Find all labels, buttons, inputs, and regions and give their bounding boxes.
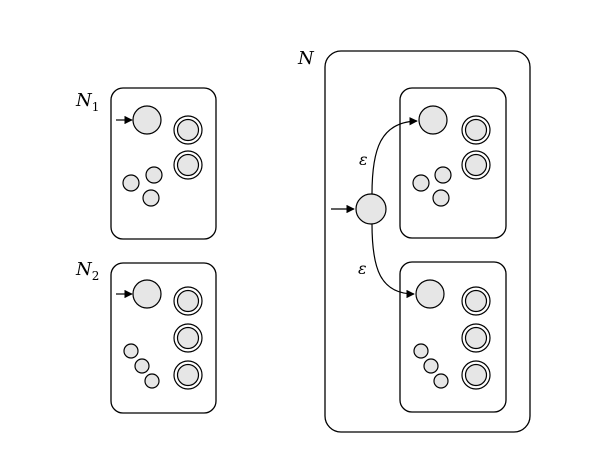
nfa-n1-label: N1 — [75, 90, 99, 114]
union-n2-start-state — [415, 279, 445, 309]
epsilon-transition-top — [371, 117, 418, 195]
union-inner-n2-box — [399, 261, 507, 413]
n2-start-state — [132, 279, 162, 309]
union-n1-state — [434, 166, 452, 184]
nfa-union-label: N — [297, 48, 315, 69]
n1-state — [142, 189, 160, 207]
union-n1-state — [412, 174, 430, 192]
n1-start-state — [132, 105, 162, 135]
nfa-n2-label: N2 — [75, 259, 99, 283]
n2-state — [134, 358, 150, 374]
nfa-n1: N1 — [75, 87, 217, 240]
union-inner-n1-box — [399, 87, 507, 239]
epsilon-transition-bottom — [371, 223, 415, 299]
union-n2-state — [433, 373, 449, 389]
nfa-union-box — [324, 50, 531, 433]
nfa-n2-box — [110, 262, 217, 414]
union-n1-state — [432, 189, 450, 207]
union-n2-state — [413, 343, 429, 359]
union-n1-start-state — [418, 105, 448, 135]
union-n1-accept-state-inner — [464, 118, 488, 142]
nfa-n2: N2 — [75, 259, 217, 414]
union-n2-accept-state-inner — [464, 289, 488, 313]
nfa-n1-box — [110, 87, 217, 240]
n2-accept-state-inner — [176, 289, 200, 313]
n2-state — [123, 343, 139, 359]
union-start-state — [355, 193, 387, 225]
epsilon-label-top: ε — [359, 150, 368, 169]
union-n2-accept-state-inner — [464, 326, 488, 350]
n1-state — [145, 166, 163, 184]
n1-accept-state-inner — [176, 153, 200, 177]
nfa-union: N ε ε — [297, 48, 531, 433]
n1-accept-state-inner — [176, 118, 200, 142]
union-n2-state — [423, 358, 439, 374]
union-n1-accept-state-inner — [464, 153, 488, 177]
n2-accept-state-inner — [176, 326, 200, 350]
n2-accept-state-inner — [176, 363, 200, 387]
n2-state — [144, 373, 160, 389]
epsilon-label-bottom: ε — [358, 259, 367, 278]
n1-state — [122, 174, 140, 192]
union-n2-accept-state-inner — [464, 363, 488, 387]
